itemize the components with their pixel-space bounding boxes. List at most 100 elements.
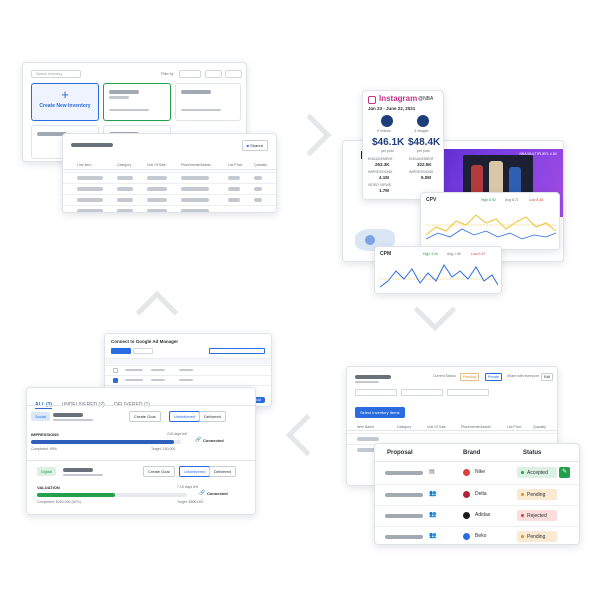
filter-label: Filter by (161, 72, 174, 76)
status-badge: Accepted (517, 467, 557, 478)
gam-row[interactable] (105, 375, 271, 384)
undelivered-button[interactable]: Undelivered (179, 466, 211, 477)
gam-search[interactable] (133, 348, 153, 354)
status-text: Pending (527, 534, 546, 540)
status-value[interactable]: Pending (460, 373, 479, 381)
header-item-name: Item Name (357, 425, 375, 429)
image-icon (417, 115, 429, 127)
gam-add-button[interactable]: Add (251, 397, 266, 403)
filter-select-2[interactable] (205, 70, 222, 78)
undelivered-button[interactable]: Undelivered (169, 411, 201, 422)
shared-label: Shared (250, 143, 263, 148)
goal-item: Social Create Goal Undelivered Delivered… (27, 405, 255, 459)
cpm-low: Low 0.22 (471, 252, 486, 256)
goal-metric: IMPRESSIONS (31, 432, 59, 437)
shared-button[interactable]: ■ Shared (241, 140, 268, 151)
create-goal-button[interactable]: Create Goal (143, 466, 175, 477)
stat-value: 5.0M (421, 175, 432, 180)
status-badge: Pending (517, 489, 557, 500)
proposal-row[interactable]: 👥 Delta Pending (375, 484, 579, 504)
instagram-card: Instagram @NBA Jan 23 - June 22, 2021 9 … (362, 90, 444, 200)
instagram-handle: @NBA (418, 96, 434, 102)
inventory-card[interactable] (175, 83, 241, 121)
edit-button[interactable]: Edit (541, 373, 554, 381)
goal-progress-fill (37, 493, 115, 497)
map-thumb (351, 219, 411, 259)
form-field[interactable] (447, 389, 489, 396)
header-line-item: Line Item (77, 163, 92, 167)
share-label[interactable]: Share with everyone (507, 374, 539, 378)
proposal-row[interactable]: 👥 Beko Pending (375, 526, 579, 544)
goal-tag: Social (31, 412, 50, 421)
filter-select-1[interactable] (179, 70, 201, 78)
table-row[interactable] (63, 194, 276, 204)
goal-days-left: 7.15 days left (177, 485, 198, 489)
users-icon: 👥 (429, 491, 437, 497)
header-placements: Placements/Assets (181, 163, 211, 167)
header-brand: Brand (463, 450, 481, 456)
header-quantity: Quantity (254, 163, 268, 167)
private-toggle[interactable]: Private (485, 373, 502, 381)
delivered-button[interactable]: Delivered (199, 411, 226, 422)
header-proposal: Proposal (387, 450, 413, 456)
status-text: Accepted (527, 470, 548, 476)
header-unit-of-sale: Unit Of Sale (427, 425, 446, 429)
table-row[interactable] (347, 433, 557, 443)
users-icon: 👥 (429, 533, 437, 539)
proposal-row[interactable]: ▤ Nike Accepted ✎ (375, 463, 579, 483)
link-icon: 🔗 (195, 437, 202, 443)
banner-caption: NBA MULTIPLIER: 4.8X (519, 152, 557, 156)
cpv-line (426, 214, 556, 240)
create-inventory-button[interactable]: + Create New Inventory (31, 83, 99, 121)
date-range: Jan 23 - June 22, 2021 (368, 106, 416, 111)
search-input[interactable]: Search Inventory (31, 70, 81, 78)
proposal-row[interactable]: 👥 Adidas Rejected (375, 505, 579, 525)
value-left-sub: per post (381, 149, 394, 153)
goal-completed: Completed: $260,000 (52%) (37, 500, 81, 504)
stat-label: ENGAGEMENT (368, 157, 393, 161)
brand-name: Adidas (475, 512, 491, 518)
table-row[interactable] (63, 172, 276, 182)
table-row[interactable] (63, 205, 276, 212)
brand-logo-icon (463, 512, 470, 519)
stat-label: IMPRESSIONS (368, 170, 393, 174)
create-goal-button[interactable]: Create Goal (129, 411, 161, 422)
table-row[interactable] (63, 183, 276, 193)
goal-status: Connected (207, 491, 228, 496)
goal-progress-fill (31, 440, 174, 444)
cpm-line (380, 264, 498, 288)
instagram-icon (368, 96, 376, 104)
instagram-brand: Instagram (379, 94, 418, 103)
filter-select-3[interactable] (225, 70, 242, 78)
gam-filter[interactable] (111, 348, 131, 354)
stat-label: IMPRESSIONS (409, 170, 434, 174)
value-left: $46.1K (372, 137, 405, 148)
delivered-button[interactable]: Delivered (209, 466, 236, 477)
goal-completed: Completed: 95% (31, 447, 57, 451)
form-field[interactable] (401, 389, 443, 396)
proposals-header: Proposal Brand Status (375, 444, 579, 462)
value-right-sub: per post (417, 149, 430, 153)
gam-date-range[interactable] (209, 348, 265, 354)
form-field[interactable] (355, 389, 397, 396)
goal-target: Target: $500,000 (177, 500, 204, 504)
stat-value: 1.7M (379, 188, 390, 193)
gam-row[interactable] (105, 365, 271, 374)
create-inventory-label: Create New Inventory (39, 103, 91, 109)
brand-logo-icon (463, 491, 470, 498)
header-status: Status (523, 450, 542, 456)
cpv-high: High 8.92 (481, 198, 496, 202)
up-arrow-icon (135, 290, 179, 334)
edit-icon[interactable]: ✎ (559, 467, 570, 478)
campaign-panel: ALL (3) UNDELIVERED (2) DELIVERED (1) So… (26, 387, 256, 515)
link-icon: 🔗 (199, 490, 206, 496)
gam-title: Connect to Google Ad Manager (111, 339, 179, 344)
cpv-title: CPV (426, 197, 437, 203)
header-list-price: List Price (228, 163, 243, 167)
inventory-card[interactable] (103, 83, 171, 121)
panel-title (71, 143, 113, 147)
search-placeholder: Search Inventory (36, 72, 63, 76)
header-unit-of-sale: Unit Of Sale (147, 163, 166, 167)
select-inventory-button[interactable]: Select Inventory Items (355, 407, 405, 418)
header-category: Category (117, 163, 132, 167)
